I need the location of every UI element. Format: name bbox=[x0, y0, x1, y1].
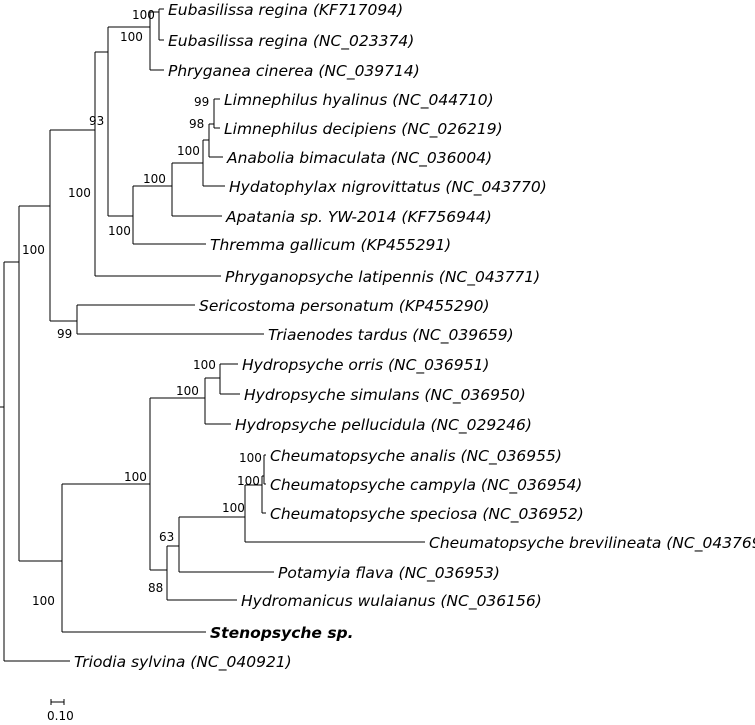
bootstrap-value: 100 bbox=[32, 594, 55, 608]
bootstrap-value: 100 bbox=[132, 8, 155, 22]
bootstrap-value: 100 bbox=[176, 384, 199, 398]
bootstrap-value: 100 bbox=[68, 186, 91, 200]
bootstrap-value: 98 bbox=[189, 117, 204, 131]
taxon-label: Triaenodes tardus (NC_039659) bbox=[268, 326, 514, 345]
taxon-label: Cheumatopsyche analis (NC_036955) bbox=[270, 447, 562, 466]
taxon-label-highlighted: Stenopsyche sp. bbox=[210, 624, 354, 642]
tree-branches bbox=[0, 8, 425, 662]
bootstrap-value: 100 bbox=[108, 224, 131, 238]
taxon-label: Hydropsyche simulans (NC_036950) bbox=[244, 386, 526, 405]
bootstrap-value: 100 bbox=[120, 30, 143, 44]
taxon-label: Triodia sylvina (NC_040921) bbox=[74, 653, 292, 672]
taxon-label: Anabolia bimaculata (NC_036004) bbox=[226, 149, 492, 168]
taxon-label: Hydropsyche orris (NC_036951) bbox=[242, 356, 489, 375]
bootstrap-value: 63 bbox=[159, 530, 174, 544]
bootstrap-value: 99 bbox=[57, 327, 72, 341]
taxon-label: Hydatophylax nigrovittatus (NC_043770) bbox=[229, 178, 547, 197]
taxon-labels: Eubasilissa regina (KF717094) Eubasiliss… bbox=[74, 1, 755, 672]
bootstrap-value: 99 bbox=[194, 95, 209, 109]
bootstrap-value: 93 bbox=[89, 114, 104, 128]
taxon-label: Hydromanicus wulaianus (NC_036156) bbox=[241, 592, 542, 611]
taxon-label: Thremma gallicum (KP455291) bbox=[210, 236, 451, 254]
taxon-label: Limnephilus decipiens (NC_026219) bbox=[224, 120, 503, 139]
bootstrap-value: 100 bbox=[124, 470, 147, 484]
bootstrap-value: 100 bbox=[177, 144, 200, 158]
bootstrap-value: 100 bbox=[22, 243, 45, 257]
taxon-label: Hydropsyche pellucidula (NC_029246) bbox=[235, 416, 532, 435]
taxon-label: Apatania sp. YW-2014 (KF756944) bbox=[225, 208, 492, 226]
taxon-label: Cheumatopsyche campyla (NC_036954) bbox=[270, 476, 582, 495]
bootstrap-value: 100 bbox=[222, 501, 245, 515]
taxon-label: Cheumatopsyche speciosa (NC_036952) bbox=[270, 505, 584, 524]
bootstrap-values: 100 100 99 98 100 100 100 93 100 99 100 … bbox=[22, 8, 262, 608]
taxon-label: Eubasilissa regina (KF717094) bbox=[168, 1, 403, 19]
bootstrap-value: 100 bbox=[193, 358, 216, 372]
taxon-label: Eubasilissa regina (NC_023374) bbox=[168, 32, 414, 51]
taxon-label: Sericostoma personatum (KP455290) bbox=[199, 297, 490, 315]
taxon-label: Potamyia flava (NC_036953) bbox=[278, 564, 500, 583]
taxon-label: Phryganopsyche latipennis (NC_043771) bbox=[225, 268, 540, 287]
bootstrap-value: 88 bbox=[148, 581, 163, 595]
bootstrap-value: 100 bbox=[239, 451, 262, 465]
taxon-label: Phryganea cinerea (NC_039714) bbox=[168, 62, 420, 81]
taxon-label: Limnephilus hyalinus (NC_044710) bbox=[224, 91, 494, 110]
bootstrap-value: 100 bbox=[143, 172, 166, 186]
taxon-label: Cheumatopsyche brevilineata (NC_043769) bbox=[429, 534, 755, 553]
scale-bar: 0.10 bbox=[47, 699, 74, 723]
bootstrap-value: 100 bbox=[237, 474, 260, 488]
scale-bar-label: 0.10 bbox=[47, 709, 74, 723]
